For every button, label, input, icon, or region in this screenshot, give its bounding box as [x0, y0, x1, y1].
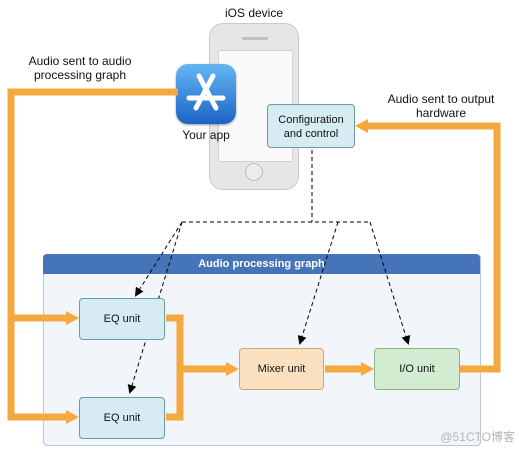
- io-unit: I/O unit: [374, 348, 460, 390]
- control-arrow-eq-bottom: [127, 221, 183, 394]
- eq-merge-line: [166, 314, 184, 421]
- device-label: iOS device: [224, 6, 284, 20]
- eq-unit-top-label: EQ unit: [103, 313, 141, 325]
- audio-in-label: Audio sent to audio processing graph: [28, 54, 132, 82]
- phone-speaker: [242, 37, 268, 40]
- control-arrow-mixer: [297, 221, 339, 345]
- arrowhead-mixer: [226, 362, 239, 376]
- arrowhead-config: [355, 119, 368, 133]
- app-label: Your app: [182, 128, 230, 142]
- home-button-icon: [245, 163, 263, 181]
- io-unit-label: I/O unit: [399, 363, 435, 375]
- eq-unit-top: EQ unit: [79, 298, 165, 340]
- arrowhead-eq-top: [66, 311, 79, 325]
- eq-unit-bottom-label: EQ unit: [103, 412, 141, 424]
- graph-title: Audio processing graph: [43, 254, 480, 274]
- control-arrow-eq-top: [134, 221, 183, 297]
- mixer-unit-label: Mixer unit: [257, 363, 306, 375]
- audio-out-label: Audio sent to output hardware: [387, 92, 495, 120]
- eq-unit-bottom: EQ unit: [79, 397, 165, 439]
- arrowhead-eq-bottom: [66, 410, 79, 424]
- mixer-unit: Mixer unit: [239, 348, 324, 390]
- arrowhead-io: [361, 362, 374, 376]
- configuration-control-label: Configuration and control: [278, 114, 344, 140]
- app-store-icon: [176, 64, 236, 124]
- io-to-output-line: [368, 122, 501, 373]
- control-arrow-io: [369, 221, 411, 345]
- audio-in-branch: [7, 318, 66, 421]
- watermark: @51CTO博客: [440, 430, 515, 444]
- configuration-control-box: Configuration and control: [267, 104, 355, 148]
- audio-in-line: [7, 88, 178, 322]
